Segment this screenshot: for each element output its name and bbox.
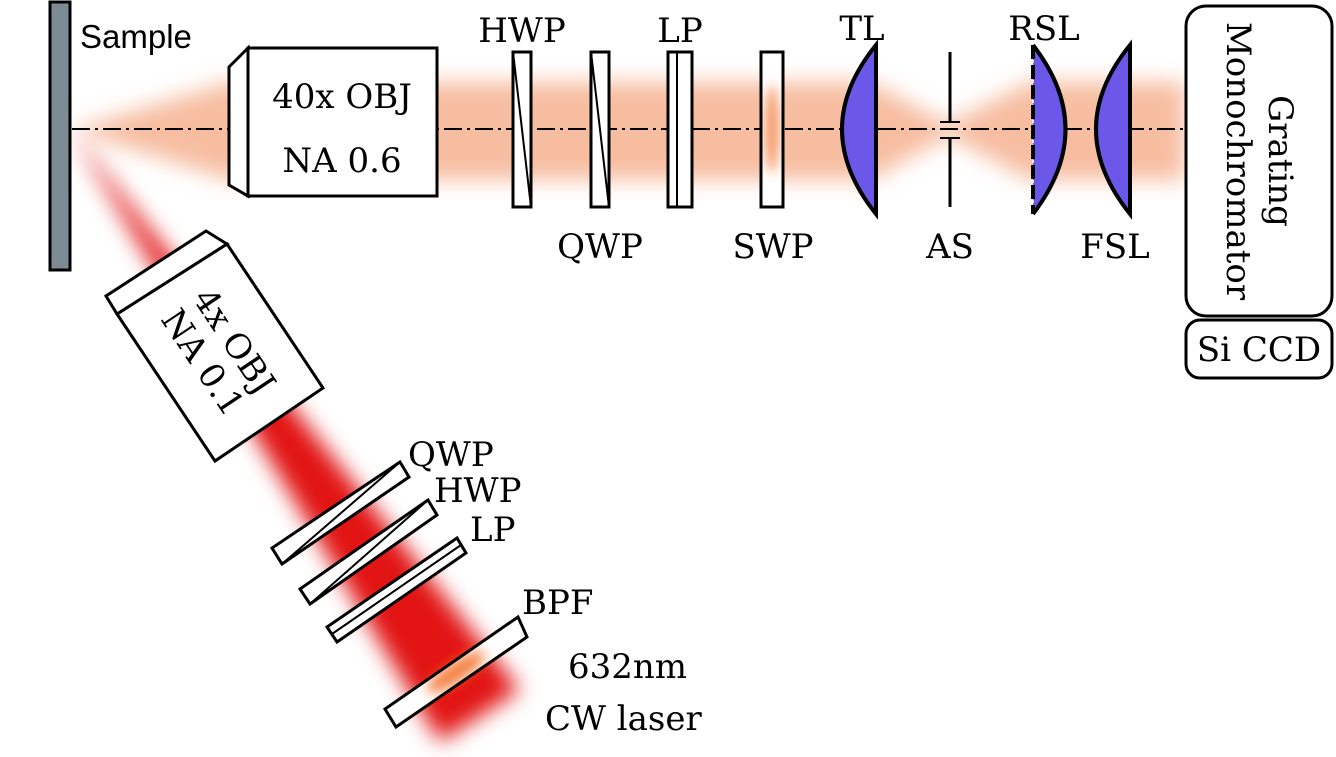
lp-excitation: LP: [324, 510, 515, 645]
mono-label-line1: Grating: [1260, 95, 1300, 227]
bpf-filter: BPF: [382, 583, 593, 730]
objective-40x: 40x OBJ NA 0.6: [227, 44, 439, 199]
qwp-bottom-label: QWP: [408, 435, 494, 475]
laser-label-line1: 632nm: [568, 647, 687, 687]
lp-top-label: LP: [657, 11, 702, 51]
obj40-label-line1: 40x OBJ: [272, 77, 412, 117]
ccd-label: Si CCD: [1197, 330, 1321, 370]
hwp-top-label: HWP: [478, 11, 565, 51]
bpf-label: BPF: [522, 583, 593, 623]
sample-label: Sample: [80, 18, 192, 55]
laser-label-line2: CW laser: [545, 699, 702, 739]
grating-monochromator: Grating Monochromator: [1184, 4, 1334, 318]
qwp-collection: QWP: [557, 50, 643, 267]
fsl-label: FSL: [1080, 227, 1149, 267]
lp-collection: LP: [657, 11, 703, 209]
rsl-label: RSL: [1008, 9, 1079, 49]
tube-lens: TL: [839, 9, 885, 220]
hwp-collection: HWP: [478, 11, 566, 209]
hwp-bottom-label: HWP: [434, 471, 521, 511]
qwp-excitation: QWP: [269, 435, 494, 567]
qwp-top-label: QWP: [557, 227, 643, 267]
lp-bottom-label: LP: [470, 510, 515, 550]
swp-label: SWP: [732, 227, 813, 267]
removable-lens: RSL: [1008, 9, 1080, 216]
obj40-label-line2: NA 0.6: [282, 141, 401, 181]
mono-label-line2: Monochromator: [1218, 22, 1258, 301]
sample-slab: [48, 0, 72, 272]
focusing-lens: FSL: [1080, 39, 1150, 267]
swp-filter: SWP: [732, 50, 814, 267]
hwp-excitation: HWP: [297, 471, 521, 607]
tl-label: TL: [839, 9, 884, 49]
as-label: AS: [925, 227, 974, 267]
aperture-stop: AS: [925, 52, 974, 267]
si-ccd: Si CCD: [1184, 318, 1334, 380]
